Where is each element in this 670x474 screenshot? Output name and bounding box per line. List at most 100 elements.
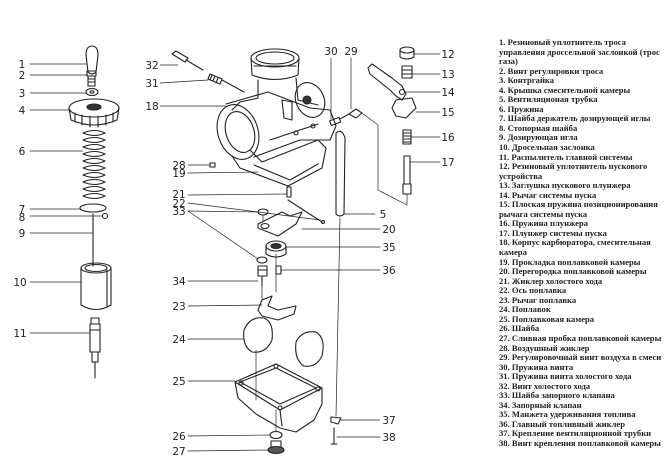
- callout-16: 16: [441, 132, 455, 144]
- callout-20: 20: [382, 224, 395, 236]
- legend-item: 15. Плоская пружина позиционирования рыч…: [499, 199, 658, 219]
- legend-item: 18. Корпус карбюратора, смесительная кам…: [499, 237, 651, 258]
- callout-30: 30: [324, 46, 337, 58]
- part-38-bowl-screw: [330, 427, 338, 445]
- callout-5: 5: [380, 209, 387, 221]
- callout-18: 18: [145, 101, 158, 113]
- legend-item: 36. Главный топливный жиклер: [499, 418, 625, 429]
- legend-item: 32. Винт холостого хода: [499, 380, 591, 391]
- part-8-circlip: [101, 212, 109, 220]
- part-31-idle-screw-spring: [207, 73, 245, 93]
- callout-9: 9: [19, 228, 26, 240]
- legend-item: 33. Шайба запорного клапана: [499, 390, 615, 401]
- callout-26: 26: [172, 431, 186, 443]
- legend-item: 14. Рычаг системы пуска: [499, 189, 597, 200]
- legend-item: 5. Вентиляционая трубка: [499, 94, 598, 105]
- part-13-choke-plunger-cap: [401, 65, 413, 79]
- legend-item: 2. Винт регулировки троса: [499, 65, 604, 76]
- part-20-float-bowl-baffle: [257, 211, 303, 237]
- callout-31: 31: [145, 78, 158, 90]
- legend-item: 38. Винт крепления поплавковой камеры: [499, 437, 661, 448]
- callout-17: 17: [441, 157, 454, 169]
- callout-labels: 1 2 3 4 6 7 8 9 10 11 32 31 18 28 19 21 …: [13, 46, 455, 458]
- legend-item: 35. Манжета удерживания топлива: [499, 409, 636, 420]
- callout-22: 22: [172, 198, 185, 210]
- legend-item: 13. Заглушка пускового плунжера: [499, 180, 631, 191]
- callout-36: 36: [382, 265, 396, 277]
- callout-6: 6: [19, 146, 26, 158]
- part-16-plunger-spring: [402, 129, 412, 145]
- callout-3: 3: [19, 88, 26, 100]
- legend-item: 22. Ось поплавка: [499, 285, 567, 296]
- legend-item: 16. Пружина плунжера: [499, 218, 589, 229]
- callout-14: 14: [441, 87, 455, 99]
- part-4-chamber-cap: [68, 98, 120, 128]
- part-17-choke-plunger: [402, 155, 412, 195]
- part-14-choke-lever: [367, 63, 407, 101]
- callout-11: 11: [13, 328, 26, 340]
- legend-item: 30. Пружина винта: [499, 361, 574, 372]
- part-10-throttle-slide: [80, 262, 112, 311]
- parts-legend: 1. Резиновый уплотнитель троса управлени…: [499, 37, 670, 449]
- legend-item: 37. Крепление вентиляционной трубки: [499, 428, 652, 439]
- legend-item: 21. Жиклер холостого хода: [499, 275, 603, 286]
- legend-item: 25. Поплавковая камера: [499, 313, 595, 324]
- part-33-valve-washer: [256, 208, 269, 264]
- legend-item: 10. Дросельная заслонка: [499, 142, 595, 153]
- legend-item: 31. Пружина винта холостого хода: [499, 371, 632, 382]
- part-6-spring: [82, 129, 106, 200]
- part-3-locknut: [85, 87, 99, 97]
- part-2-adjuster-screw: [86, 70, 97, 87]
- legend-item: 8. Стопорная шайба: [499, 122, 578, 133]
- legend-item: 7. Шайба держатель дозирующей иглы: [499, 113, 651, 124]
- part-34-needle-valve: [257, 265, 268, 287]
- callout-12: 12: [441, 49, 454, 61]
- part-21-idle-jet: [286, 186, 292, 198]
- part-32-idle-screw: [171, 50, 204, 71]
- part-37-vent-tube-clip: [330, 416, 342, 425]
- legend-item: 11. Распылитель главной системы: [499, 151, 633, 162]
- part-24-float: [243, 317, 324, 367]
- part-1-rubber-seal: [85, 45, 99, 75]
- callout-37: 37: [382, 415, 395, 427]
- callout-19: 19: [172, 168, 185, 180]
- legend-item: 24. Поплавок: [499, 304, 551, 315]
- callout-27: 27: [172, 446, 185, 458]
- callout-1: 1: [19, 59, 26, 71]
- part-29-air-screw: [339, 108, 363, 120]
- leader-lines: [29, 53, 441, 452]
- carburetor-exploded-diagram: 1 2 3 4 6 7 8 9 10 11 32 31 18 28 19 21 …: [13, 45, 455, 458]
- callout-34: 34: [172, 276, 186, 288]
- callout-38: 38: [382, 432, 395, 444]
- legend-item: 29. Регулировочный винт воздуха в смеси: [499, 352, 662, 363]
- legend-item: 23. Рычаг поплавка: [499, 294, 577, 305]
- callout-10: 10: [13, 277, 26, 289]
- part-25-float-bowl: [234, 363, 323, 433]
- legend-item: 19. Прокладка поплавковой камеры: [499, 256, 641, 267]
- callout-23: 23: [172, 301, 185, 313]
- callout-32: 32: [145, 60, 158, 72]
- part-36-main-fuel-jet: [275, 265, 282, 275]
- legend-item: 28. Воздушный жиклер: [499, 342, 590, 353]
- callout-33: 33: [172, 206, 185, 218]
- part-11-main-atomizer: [89, 317, 101, 379]
- part-15-choke-lever-spring: [391, 97, 417, 119]
- part-27-drain-plug: [267, 440, 285, 455]
- callout-21: 21: [172, 189, 185, 201]
- callout-4: 4: [19, 105, 26, 117]
- part-22-float-pin: [287, 199, 326, 225]
- part-18-carburetor-body: [216, 48, 337, 187]
- legend-item: 12. Резиновый уплотнитель пускового устр…: [499, 161, 648, 181]
- legend-item: 1. Резиновый уплотнитель троса управлени…: [499, 37, 660, 67]
- part-28-air-jet: [209, 162, 216, 168]
- legend-item: 26. Шайба: [499, 323, 540, 334]
- legend-item: 6. Пружина: [499, 103, 544, 114]
- legend-item: 9. Дозирующая игла: [499, 132, 578, 143]
- part-5-vent-tube: [335, 130, 346, 217]
- part-23-float-lever: [257, 295, 297, 321]
- callout-15: 15: [441, 107, 454, 119]
- callout-29: 29: [344, 46, 357, 58]
- legend-item: 20. Перегородка поплавковой камеры: [499, 266, 647, 277]
- callout-2: 2: [19, 70, 26, 82]
- part-12-choke-rubber-seal: [399, 46, 415, 60]
